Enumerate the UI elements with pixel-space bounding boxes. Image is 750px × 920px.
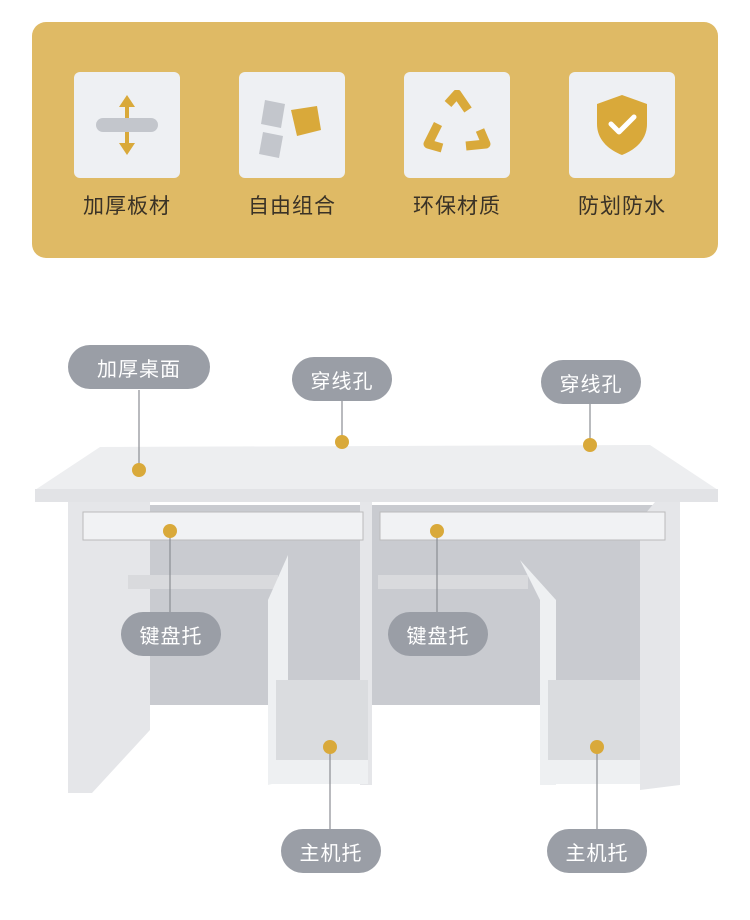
feature-label: 防划防水: [578, 194, 666, 218]
callout-cpu-stand-right: 主机托: [547, 829, 647, 873]
feature-label: 自由组合: [248, 194, 336, 218]
callout-keyboard-tray-left: 键盘托: [121, 612, 221, 656]
feature-eco-material: 环保材质: [404, 72, 510, 220]
shield-check-icon: [569, 72, 675, 178]
hotspot-dot: [430, 524, 444, 538]
puzzle-icon: [239, 72, 345, 178]
callout-cable-hole-left: 穿线孔: [292, 357, 392, 401]
recycle-icon: [404, 72, 510, 178]
feature-scratch-waterproof: 防划防水: [569, 72, 675, 220]
callout-cpu-stand-left: 主机托: [281, 829, 381, 873]
feature-label: 环保材质: [413, 194, 501, 218]
callout-cable-hole-right: 穿线孔: [541, 360, 641, 404]
feature-free-combination: 自由组合: [239, 72, 345, 220]
hotspot-dot: [590, 740, 604, 754]
feature-label: 加厚板材: [83, 194, 171, 218]
thickness-arrows-icon: [74, 72, 180, 178]
hotspot-dot: [163, 524, 177, 538]
hotspot-dot: [323, 740, 337, 754]
callout-desktop: 加厚桌面: [68, 345, 210, 389]
feature-thick-board: 加厚板材: [74, 72, 180, 220]
hotspot-dot: [335, 435, 349, 449]
hotspot-dot: [583, 438, 597, 452]
callout-keyboard-tray-right: 键盘托: [388, 612, 488, 656]
features-banner: 加厚板材 自由组合 环保材质 防划防水: [32, 22, 718, 258]
hotspot-dot: [132, 463, 146, 477]
